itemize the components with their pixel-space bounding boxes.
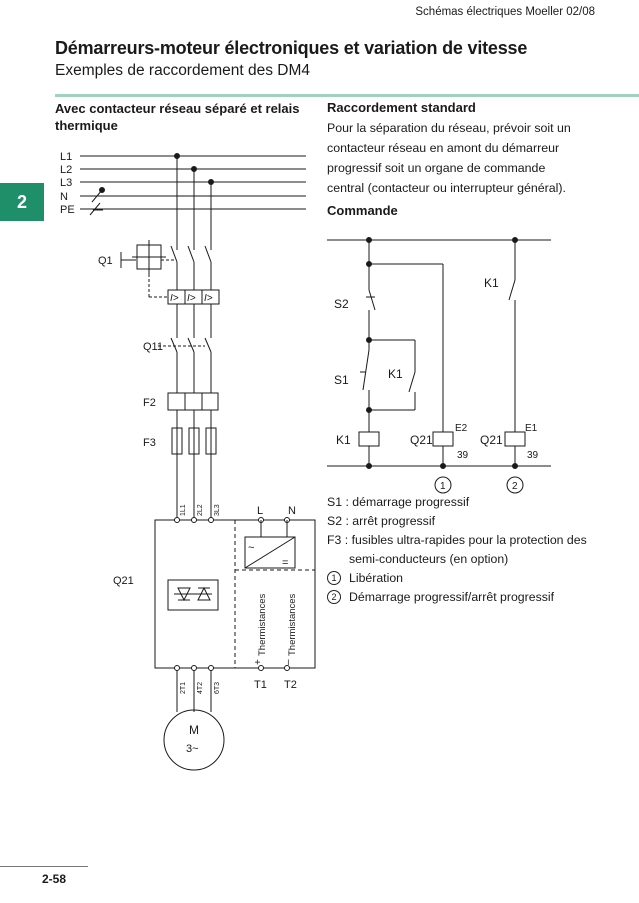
page-subtitle: Exemples de raccordement des DM4 xyxy=(55,62,311,79)
motor-phase: 3~ xyxy=(186,743,199,755)
q21-label: Q21 xyxy=(113,575,134,587)
trip-symbol-1: I> xyxy=(170,293,179,304)
ac-symbol: ~ xyxy=(248,542,254,554)
terminal-l: L xyxy=(257,505,263,517)
page-number: 2-58 xyxy=(42,872,67,886)
terminal-39-a: 39 xyxy=(457,450,469,461)
legend-f3-line1: F3 : fusibles ultra-rapides pour la prot… xyxy=(327,533,587,547)
line-l3-label: L3 xyxy=(60,177,72,189)
q11-label: Q11 xyxy=(143,341,163,353)
thermistor-plus: + xyxy=(253,659,264,665)
legend-item-1-text: Libération xyxy=(349,571,404,585)
terminal-2l2: 2L2 xyxy=(197,504,204,516)
line-l1-label: L1 xyxy=(60,151,72,163)
line-l2-label: L2 xyxy=(60,164,72,176)
marker-2: 2 xyxy=(512,481,518,492)
legend-s1: S1 : démarrage progressif xyxy=(327,495,470,509)
legend-s2: S2 : arrêt progressif xyxy=(327,514,435,528)
footer-rule xyxy=(0,866,88,867)
f2-label: F2 xyxy=(143,397,156,409)
terminal-e1: E1 xyxy=(525,423,538,434)
terminal-6t3: 6T3 xyxy=(214,682,221,694)
legend-marker-2: 2 xyxy=(327,590,341,604)
k1-right-label: K1 xyxy=(484,276,499,290)
chapter-tab: 2 xyxy=(0,183,44,221)
thermistor-minus: – xyxy=(283,659,294,665)
q21-coil-1-label: Q21 xyxy=(410,433,433,447)
left-section-heading: Avec contacteur réseau séparé et relais … xyxy=(55,101,300,133)
legend-marker-1: 1 xyxy=(327,571,341,585)
terminal-1l1: 1L1 xyxy=(180,504,187,516)
legend-f3-line2: semi-conducteurs (en option) xyxy=(349,552,509,566)
q21-coil-2-label: Q21 xyxy=(480,433,503,447)
marker-1: 1 xyxy=(440,481,446,492)
document-reference: Schémas électriques Moeller 02/08 xyxy=(415,6,595,18)
q1-label: Q1 xyxy=(98,255,113,267)
trip-symbol-2: I> xyxy=(187,293,196,304)
s1-label: S1 xyxy=(334,373,349,387)
terminal-t2: T2 xyxy=(284,679,297,691)
legend-item-2: 2 Démarrage progressif/arrêt progressif xyxy=(327,588,597,607)
trip-symbol-3: I> xyxy=(204,293,213,304)
legend-item-2-text: Démarrage progressif/arrêt progressif xyxy=(349,590,555,604)
terminal-e2: E2 xyxy=(455,423,468,434)
motor-label: M xyxy=(189,723,199,737)
command-heading: Commande xyxy=(327,203,398,218)
terminal-4t2: 4T2 xyxy=(197,682,204,694)
k1-coil-label: K1 xyxy=(336,433,351,447)
header-rule xyxy=(55,94,639,97)
line-pe-label: PE xyxy=(60,204,75,216)
thermistor-label-2: Thermistances xyxy=(287,593,298,656)
s2-label: S2 xyxy=(334,297,349,311)
terminal-3l3: 3L3 xyxy=(214,504,221,516)
terminal-n: N xyxy=(288,505,296,517)
right-section-heading: Raccordement standard xyxy=(327,100,476,115)
terminal-39-b: 39 xyxy=(527,450,539,461)
thermistor-label-1: Thermistances xyxy=(257,593,268,656)
terminal-2t1: 2T1 xyxy=(180,682,187,694)
terminal-t1: T1 xyxy=(254,679,267,691)
right-section-paragraph: Pour la séparation du réseau, prévoir so… xyxy=(327,121,571,195)
legend-item-1: 1 Libération xyxy=(327,569,597,588)
f3-label: F3 xyxy=(143,437,156,449)
dc-symbol: = xyxy=(282,557,288,569)
legend: S1 : démarrage progressif S2 : arrêt pro… xyxy=(327,493,597,607)
line-n-label: N xyxy=(60,191,68,203)
page-title: Démarreurs-moteur électroniques et varia… xyxy=(55,38,528,58)
k1-contact-label: K1 xyxy=(388,367,403,381)
